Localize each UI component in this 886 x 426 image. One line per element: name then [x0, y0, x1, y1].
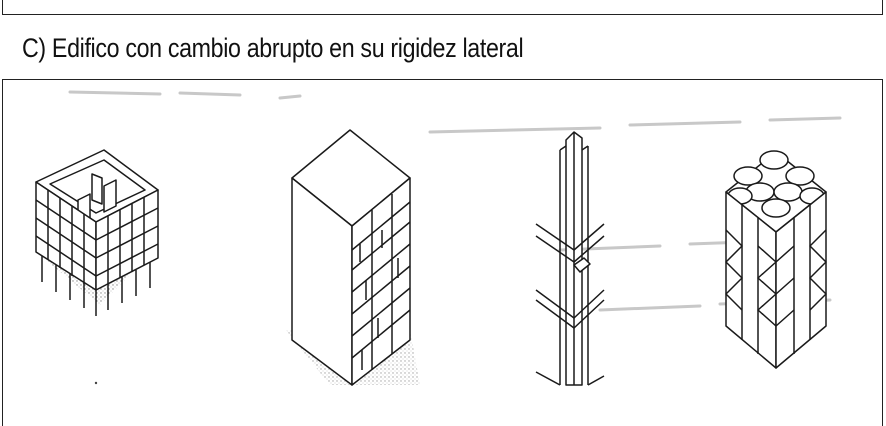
tall-braced-tower-icon: [286, 129, 420, 386]
figure-title: C) Edifico con cambio abrupto en su rigi…: [22, 33, 524, 63]
bleed-through-text: [68, 90, 842, 312]
braced-column-detail-icon: [535, 131, 605, 386]
tube-bundle-tower-icon: [725, 150, 827, 369]
speck: [94, 381, 98, 385]
building-with-core-icon: [35, 149, 160, 316]
figure-header: C) Edifico con cambio abrupto en su rigi…: [2, 14, 883, 80]
